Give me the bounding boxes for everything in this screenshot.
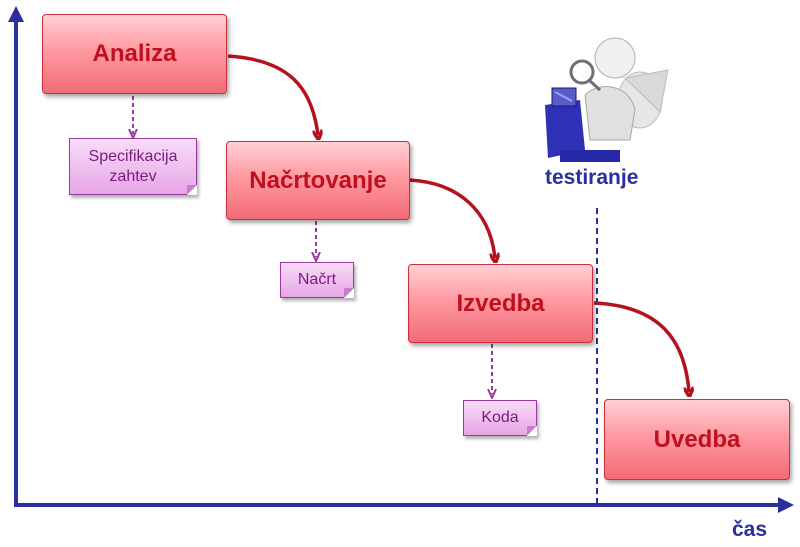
- document-specification-label: Specifikacija zahtev: [88, 147, 178, 185]
- phase-analysis: Analiza: [42, 14, 227, 94]
- testing-label: testiranje: [545, 166, 639, 189]
- phase-implementation: Izvedba: [408, 264, 593, 343]
- time-axis-label: čas: [732, 518, 768, 541]
- phase-design-label: Načrtovanje: [249, 166, 387, 194]
- document-design: Načrt: [280, 262, 354, 298]
- phase-deployment-label: Uvedba: [653, 425, 741, 453]
- phase-deployment: Uvedba: [604, 399, 790, 480]
- document-design-label: Načrt: [297, 271, 337, 288]
- document-specification: Specifikacija zahtev: [69, 138, 197, 195]
- arrow-implementation-to-deployment: [593, 301, 689, 392]
- phase-implementation-label: Izvedba: [456, 289, 545, 317]
- tester-figure-icon: [545, 37, 669, 162]
- phase-design: Načrtovanje: [226, 141, 410, 220]
- arrow-analysis-to-design: [227, 54, 318, 135]
- document-code-label: Koda: [481, 409, 519, 426]
- document-code: Koda: [463, 400, 537, 436]
- arrow-design-to-implementation: [409, 178, 495, 258]
- phase-analysis-label: Analiza: [92, 40, 177, 67]
